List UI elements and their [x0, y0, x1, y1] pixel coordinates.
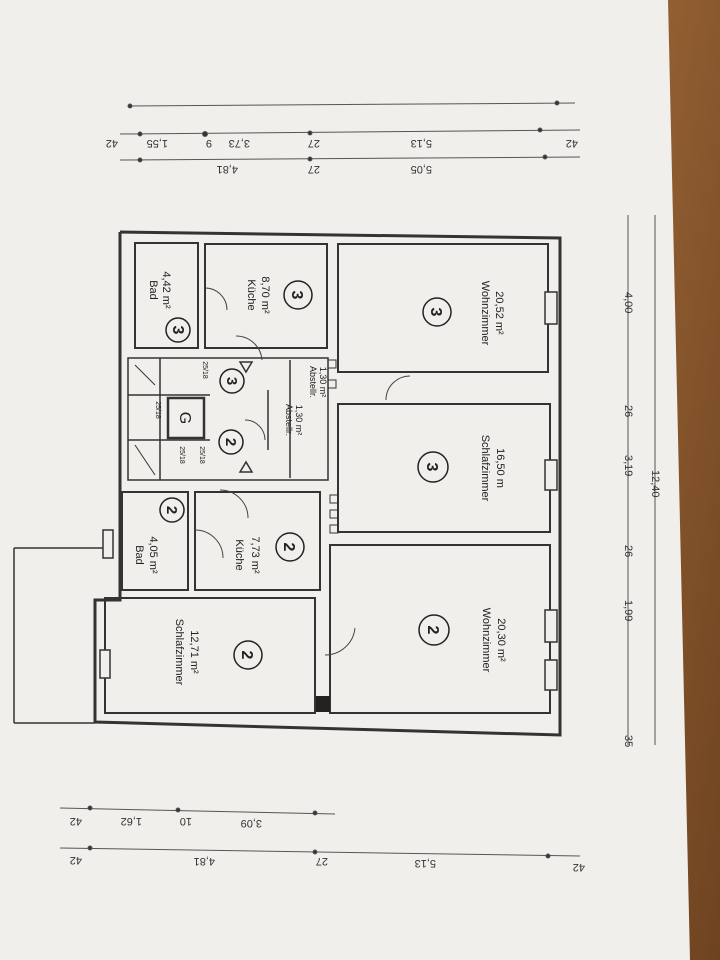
stair-label: 25/18: [198, 446, 205, 464]
room-name: Schlafzimmer: [173, 619, 185, 686]
bottom-dim-1: 1,62: [121, 815, 142, 827]
room-area: 20,52 m²: [493, 291, 505, 335]
bottom-dim-7: 5,13: [415, 857, 436, 869]
bottom-dim-6: 27: [316, 855, 328, 867]
unit-badge: [159, 497, 185, 523]
room-wohnzimmer-lower: 2 Wohnzimmer 20,30 m²: [418, 608, 507, 673]
bottom-dim-8: 42: [573, 861, 585, 873]
right-dimension-labels: 4,00 3,19 26 1,99 26 35 12,40: [622, 292, 661, 747]
unit-number: 2: [163, 506, 180, 514]
top-dim-9: 27: [308, 163, 320, 175]
room-schlafzimmer-lower: Schlafzimmer 12,71 m² 2: [173, 619, 263, 686]
top-dim-1: 1,55: [147, 137, 168, 149]
unit-badge: [233, 640, 263, 670]
stair-label: 25/18: [201, 361, 208, 379]
unit-number: 3: [288, 291, 305, 300]
right-dim-2: 26: [622, 405, 634, 417]
room-name: Küche: [233, 539, 245, 570]
right-dim-5: 35: [622, 735, 634, 747]
room-kueche-lower: Küche 7,73 m² 2: [233, 532, 305, 574]
bottom-dim-4: 42: [70, 854, 82, 866]
storage-area: 1,30 m²: [294, 405, 304, 436]
door-swings: [194, 287, 411, 656]
storage-area: 1,30 m²: [318, 367, 328, 398]
right-dim-3: 1,99: [622, 600, 634, 621]
room-name: Wohnzimmer: [480, 608, 492, 673]
right-dim-1: 3,19: [622, 455, 634, 476]
top-dim-7: 4,81: [217, 163, 238, 175]
top-dim-3: 3,73: [229, 137, 250, 149]
top-dim-8: 5,05: [411, 163, 432, 175]
stair-label: 25/18: [178, 446, 185, 464]
unit-number: 3: [223, 377, 240, 385]
unit-badge: [219, 368, 245, 394]
bottom-dim-0: 42: [70, 815, 82, 827]
paper-sheet: [0, 0, 690, 960]
room-name: Bad: [147, 280, 159, 300]
unit-badge: [418, 614, 450, 646]
room-name: Küche: [245, 279, 257, 310]
right-dim-4: 26: [622, 545, 634, 557]
room-name: Wohnzimmer: [479, 281, 491, 346]
room-wohnzimmer-upper: 3 Wohnzimmer 20,52 m²: [422, 281, 505, 346]
unit-number: 2: [280, 543, 297, 552]
right-dimension-lines: [627, 215, 656, 745]
unit-badge: [165, 317, 191, 343]
bottom-dimension-labels: 42 1,62 10 3,09 42 4,81 27 5,13 42: [70, 815, 585, 873]
room-area: 4,05 m²: [147, 536, 159, 574]
unit-badge: [283, 280, 313, 310]
room-bad-upper: Bad 4,42 m² 3: [147, 271, 191, 343]
vent-boxes: [327, 359, 339, 534]
storage-name: Abstellr.: [284, 404, 294, 436]
room-bad-lower: Bad 4,05 m² 2: [133, 497, 185, 574]
room-area: 8,70 m²: [259, 276, 271, 314]
unit-badge: [218, 429, 244, 455]
windows: [99, 291, 558, 691]
stair-core-labels: G 3 2 Abstellr. 1,30 m² Abstellr. 1,30 m…: [154, 361, 328, 464]
room-schlafzimmer-upper: 3 Schlafzimmer 16,50 m: [417, 435, 506, 502]
room-area: 16,50 m: [494, 448, 506, 488]
top-dim-0: 42: [106, 137, 118, 149]
bottom-dim-2: 10: [180, 815, 192, 827]
unit-number: 2: [424, 626, 441, 635]
room-area: 12,71 m²: [188, 630, 200, 674]
bottom-dimension-lines: [59, 805, 581, 859]
elevator-label: G: [176, 412, 193, 424]
room-area: 7,73 m²: [249, 536, 261, 574]
storage-name: Abstellr.: [308, 366, 318, 398]
entry-arrows: [238, 361, 254, 473]
top-dimension-lines: [119, 100, 581, 163]
room-area: 20,30 m²: [495, 618, 507, 662]
top-dim-5: 5,13: [411, 137, 432, 149]
top-dim-4: 27: [308, 137, 320, 149]
right-dim-6: 12,40: [649, 470, 661, 498]
unit-number: 2: [238, 651, 255, 660]
stair-core: [127, 357, 329, 481]
unit-number: 2: [222, 438, 239, 446]
unit-number: 3: [169, 326, 186, 335]
top-dimension-labels: 42 1,55 9 3,73 27 5,13 42 4,81 5,05 27: [106, 137, 578, 175]
right-dim-0: 4,00: [622, 292, 634, 313]
unit-badge: [422, 297, 452, 327]
room-name: Schlafzimmer: [479, 435, 491, 502]
room-area: 4,42 m²: [160, 271, 172, 309]
bottom-dim-5: 4,81: [194, 855, 215, 867]
room-kueche-upper: Küche 8,70 m² 3: [245, 276, 313, 314]
outer-walls: [13, 230, 562, 737]
chimney: [316, 696, 330, 712]
bottom-dim-3: 3,09: [241, 817, 262, 829]
unit-number: 3: [427, 308, 444, 317]
room-name: Bad: [133, 545, 145, 565]
top-dim-6: 42: [566, 137, 578, 149]
unit-badge: [275, 532, 305, 562]
unit-number: 3: [423, 463, 440, 472]
top-dim-2: 9: [206, 137, 212, 149]
stair-label: 25/18: [154, 401, 161, 419]
unit-badge: [417, 451, 449, 483]
